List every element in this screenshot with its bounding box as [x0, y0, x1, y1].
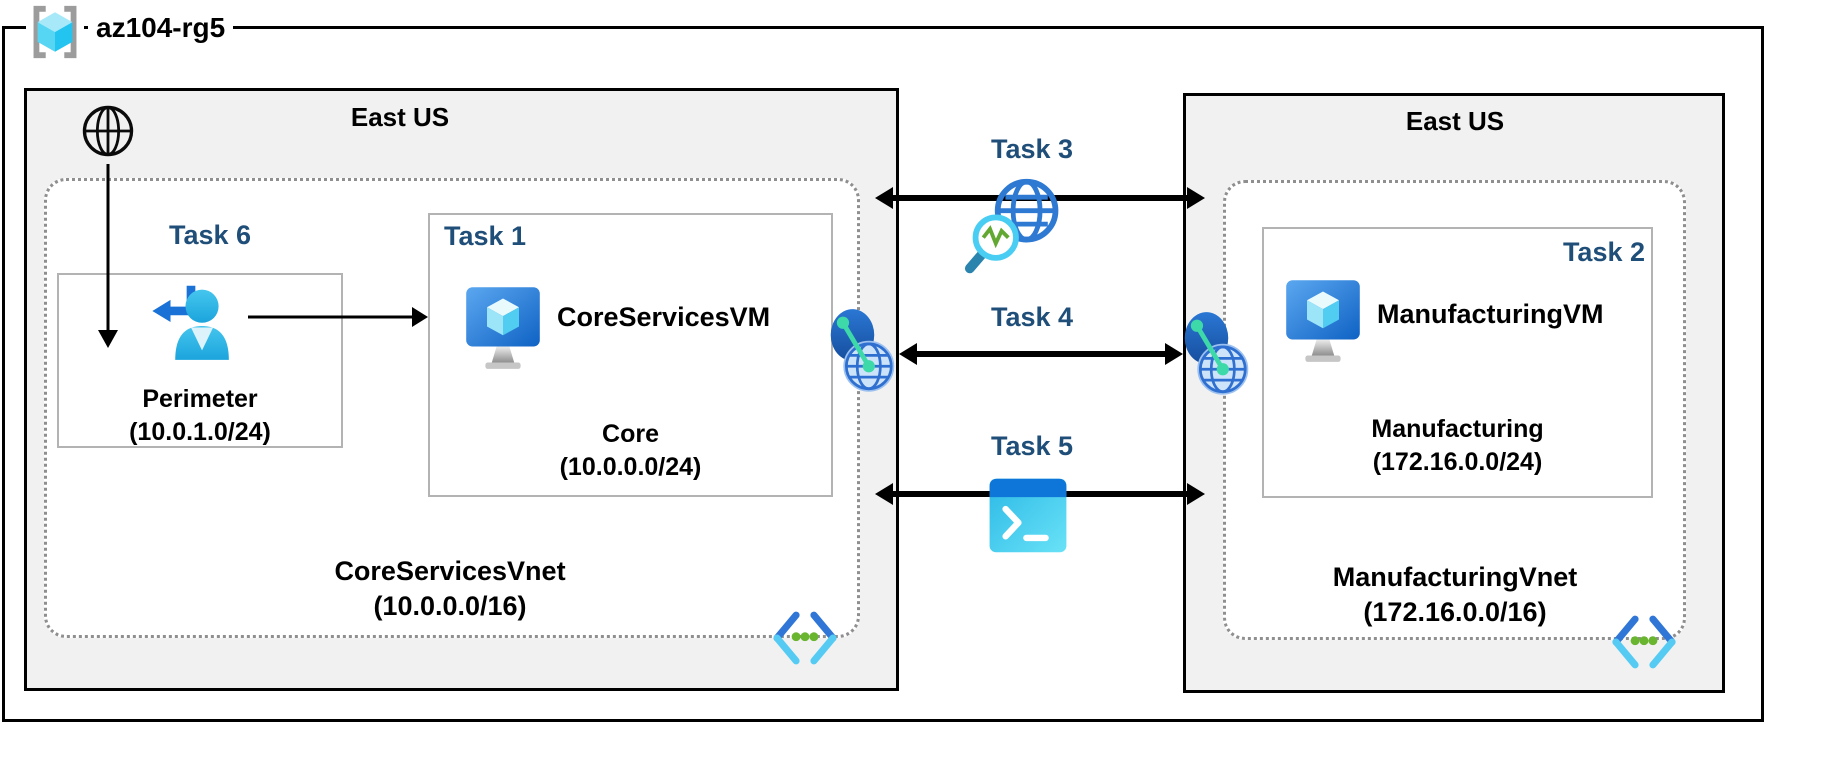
internet-to-perimeter-arrow [98, 164, 118, 348]
vm-icon [1283, 277, 1363, 370]
task6-label: Task 6 [168, 220, 252, 250]
network-watcher-icon [964, 178, 1059, 274]
resource-group-icon [26, 3, 84, 61]
vnet-cidr: (10.0.0.0/16) [373, 591, 527, 621]
virtual-network-icon [773, 610, 837, 666]
region-label-left: East US [350, 102, 450, 132]
subnet-box-manufacturing [1262, 227, 1653, 498]
subnet-box-perimeter [57, 273, 343, 448]
region-label-right: East US [1405, 106, 1505, 136]
perimeter-to-core-arrow [248, 307, 428, 327]
vm-name-manufacturing: ManufacturingVM [1377, 299, 1604, 329]
task4-double-arrow [899, 343, 1183, 365]
user-signin-icon [152, 285, 229, 360]
virtual-network-icon [1612, 614, 1676, 670]
task4-label: Task 4 [990, 302, 1074, 332]
resource-group-name: az104-rg5 [88, 12, 234, 44]
subnet-name: Core [602, 420, 659, 448]
task2-label: Task 2 [1562, 237, 1645, 267]
subnet-cidr: (10.0.0.0/24) [559, 453, 702, 481]
subnet-label-perimeter: Perimeter (10.0.1.0/24) [57, 383, 343, 449]
resource-group-border [2, 26, 1764, 722]
vnet-peering-icon [828, 306, 896, 398]
vnet-peering-icon [1182, 309, 1250, 401]
subnet-name: Manufacturing [1371, 415, 1544, 443]
internet-globe-icon [82, 105, 134, 157]
subnet-cidr: (172.16.0.0/24) [1372, 448, 1543, 476]
subnet-label-manufacturing: Manufacturing (172.16.0.0/24) [1262, 413, 1653, 479]
vm-name-coreservices: CoreServicesVM [557, 302, 771, 332]
task1-label: Task 1 [444, 221, 527, 251]
subnet-cidr: (10.0.1.0/24) [129, 418, 271, 446]
vnet-name: ManufacturingVnet [1332, 562, 1578, 592]
subnet-name: Perimeter [142, 385, 258, 413]
task3-label: Task 3 [990, 134, 1074, 164]
vnet-name: CoreServicesVnet [334, 556, 566, 586]
subnet-label-core: Core (10.0.0.0/24) [428, 418, 833, 484]
vnet-cidr: (172.16.0.0/16) [1363, 597, 1547, 627]
vnet-label-coreservices: CoreServicesVnet (10.0.0.0/16) [145, 554, 755, 624]
task5-label: Task 5 [990, 431, 1074, 461]
vnet-label-manufacturing: ManufacturingVnet (172.16.0.0/16) [1150, 560, 1760, 630]
cloud-shell-icon [989, 478, 1067, 553]
vm-icon [463, 284, 543, 377]
